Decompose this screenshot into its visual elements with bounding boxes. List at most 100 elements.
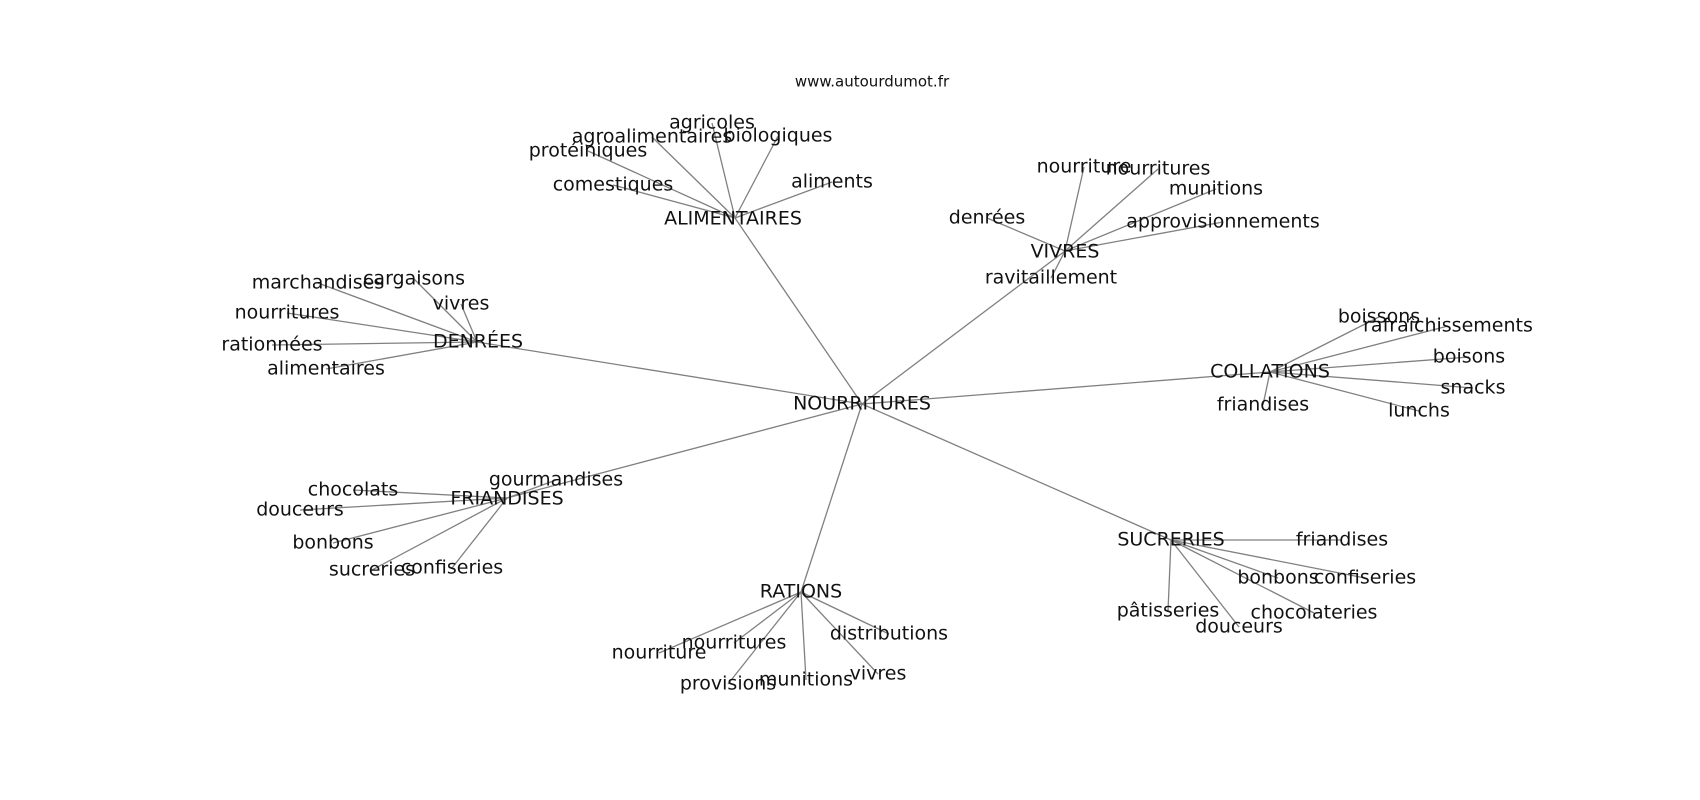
edge-alimentaires-aliments	[734, 181, 833, 219]
edge-denrees-rationnees	[271, 341, 478, 346]
leaf-rations-provisions[interactable]: provisions	[680, 673, 776, 695]
edge-center-friandises	[506, 403, 863, 499]
leaf-alimentaires-proteiniques[interactable]: protéiniques	[529, 140, 648, 162]
edge-collations-boisons	[1269, 356, 1470, 373]
leaf-sucreries-chocolateries[interactable]: chocolateries	[1251, 602, 1378, 624]
edge-sucreries-bonbons	[1170, 539, 1279, 579]
leaf-friandises-douceurs[interactable]: douceurs	[256, 499, 344, 521]
edge-rations-vivres	[800, 591, 879, 675]
edge-collations-boissons	[1269, 316, 1380, 373]
graph-edges	[271, 122, 1474, 685]
center-node[interactable]: NOURRITURES	[793, 393, 931, 415]
edge-center-rations	[800, 403, 863, 593]
graph-labels: www.autourdumot.fr NOURRITURES ALIMENTAI…	[221, 73, 1532, 695]
edge-sucreries-chocolateries	[1170, 539, 1315, 614]
leaf-alimentaires-biologiques[interactable]: biologiques	[724, 125, 833, 147]
leaf-sucreries-bonbons[interactable]: bonbons	[1237, 567, 1318, 589]
leaf-sucreries-patisseries[interactable]: pâtisseries	[1117, 600, 1220, 622]
cluster-node-sucreries[interactable]: SUCRERIES	[1117, 529, 1224, 551]
cluster-node-denrees[interactable]: DENRÉES	[433, 330, 523, 353]
leaf-alimentaires-agroalimentaires[interactable]: agroalimentaires	[572, 126, 733, 148]
leaf-vivres-approvisionnements[interactable]: approvisionnements	[1126, 211, 1319, 233]
leaf-collations-boisons[interactable]: boisons	[1433, 346, 1505, 368]
leaf-denrees-nourritures[interactable]: nourritures	[235, 302, 340, 324]
leaf-denrees-alimentaires[interactable]: alimentaires	[267, 358, 385, 380]
leaf-alimentaires-comestiques[interactable]: comestiques	[553, 174, 674, 196]
source-watermark[interactable]: www.autourdumot.fr	[795, 73, 950, 91]
leaf-sucreries-friandises[interactable]: friandises	[1296, 529, 1388, 551]
edge-center-vivres	[861, 250, 1066, 405]
edge-rations-nourriture	[658, 591, 802, 654]
leaf-vivres-denrees[interactable]: denrées	[949, 207, 1025, 229]
edge-center-alimentaires	[734, 217, 863, 405]
edge-vivres-nourritures	[1064, 168, 1159, 252]
leaf-alimentaires-agricoles[interactable]: agricoles	[669, 112, 755, 134]
edge-sucreries-douceurs	[1170, 539, 1240, 628]
edge-collations-snacks	[1269, 371, 1474, 389]
leaf-friandises-sucreries[interactable]: sucreries	[329, 559, 415, 581]
cluster-node-rations[interactable]: RATIONS	[760, 581, 842, 603]
edge-denrees-cargaisons	[413, 278, 478, 343]
leaf-friandises-bonbons[interactable]: bonbons	[292, 532, 373, 554]
edge-denrees-nourritures	[286, 312, 478, 343]
leaf-friandises-gourmandises[interactable]: gourmandises	[489, 469, 623, 491]
leaf-denrees-marchandises[interactable]: marchandises	[252, 272, 385, 294]
leaf-vivres-ravitaillement[interactable]: ravitaillement	[985, 267, 1117, 289]
leaf-rations-munitions[interactable]: munitions	[759, 669, 853, 691]
leaf-collations-rafraichissements[interactable]: rafraîchissements	[1363, 315, 1533, 337]
cluster-node-alimentaires[interactable]: ALIMENTAIRES	[664, 208, 802, 230]
edge-denrees-alimentaires	[325, 341, 478, 370]
edge-vivres-denrees	[986, 217, 1066, 252]
leaf-rations-nourritures[interactable]: nourritures	[682, 632, 787, 654]
leaf-vivres-munitions[interactable]: munitions	[1169, 178, 1263, 200]
edge-center-denrees	[476, 341, 863, 405]
edge-center-collations	[861, 371, 1271, 405]
leaf-denrees-rationnees[interactable]: rationnées	[221, 334, 322, 356]
edge-alimentaires-biologiques	[734, 135, 779, 219]
edge-friandises-chocolats	[352, 489, 508, 499]
leaf-sucreries-confiseries[interactable]: confiseries	[1314, 567, 1416, 589]
leaf-denrees-cargaisons[interactable]: cargaisons	[363, 268, 465, 290]
leaf-friandises-confiseries[interactable]: confiseries	[401, 557, 503, 579]
edge-sucreries-patisseries	[1167, 539, 1172, 612]
leaf-collations-snacks[interactable]: snacks	[1441, 377, 1506, 399]
edge-alimentaires-comestiques	[612, 184, 736, 219]
edge-collations-rafraichissements	[1269, 325, 1449, 373]
edge-center-sucreries	[861, 403, 1172, 541]
leaf-friandises-chocolats[interactable]: chocolats	[308, 479, 398, 501]
edge-rations-munitions	[800, 591, 807, 681]
leaf-sucreries-douceurs[interactable]: douceurs	[1195, 616, 1283, 638]
cluster-node-collations[interactable]: COLLATIONS	[1210, 361, 1330, 383]
edge-collations-lunchs	[1269, 371, 1420, 412]
edge-collations-friandises	[1262, 371, 1271, 406]
edge-friandises-bonbons	[332, 497, 508, 544]
edge-vivres-munitions	[1064, 188, 1217, 252]
leaf-collations-friandises[interactable]: friandises	[1217, 394, 1309, 416]
cluster-node-vivres[interactable]: VIVRES	[1031, 241, 1100, 263]
edge-rations-provisions	[727, 591, 802, 685]
edge-friandises-sucreries	[371, 497, 508, 571]
leaf-denrees-vivres[interactable]: vivres	[433, 293, 490, 315]
leaf-vivres-nourriture[interactable]: nourriture	[1037, 156, 1132, 178]
leaf-collations-boissons[interactable]: boissons	[1338, 306, 1420, 328]
leaf-rations-vivres[interactable]: vivres	[850, 663, 907, 685]
edge-rations-distributions	[800, 591, 890, 635]
edge-alimentaires-agricoles	[711, 122, 736, 219]
edge-vivres-nourriture	[1064, 166, 1085, 252]
edge-denrees-vivres	[460, 303, 478, 343]
leaf-alimentaires-aliments[interactable]: aliments	[791, 171, 873, 193]
leaf-collations-lunchs[interactable]: lunchs	[1388, 400, 1450, 422]
edge-denrees-marchandises	[317, 282, 478, 343]
leaf-rations-distributions[interactable]: distributions	[830, 623, 948, 645]
edge-friandises-confiseries	[451, 497, 508, 569]
cluster-node-friandises[interactable]: FRIANDISES	[450, 488, 563, 510]
leaf-vivres-nourritures[interactable]: nourritures	[1106, 158, 1211, 180]
edge-vivres-approvisionnements	[1064, 221, 1224, 252]
leaf-rations-nourriture[interactable]: nourriture	[612, 642, 707, 664]
edge-friandises-gourmandises	[506, 479, 557, 499]
edge-rations-nourritures	[733, 591, 802, 644]
edge-alimentaires-agroalimentaires	[651, 136, 736, 219]
edge-alimentaires-proteiniques	[587, 150, 736, 219]
edge-friandises-douceurs	[299, 497, 508, 511]
